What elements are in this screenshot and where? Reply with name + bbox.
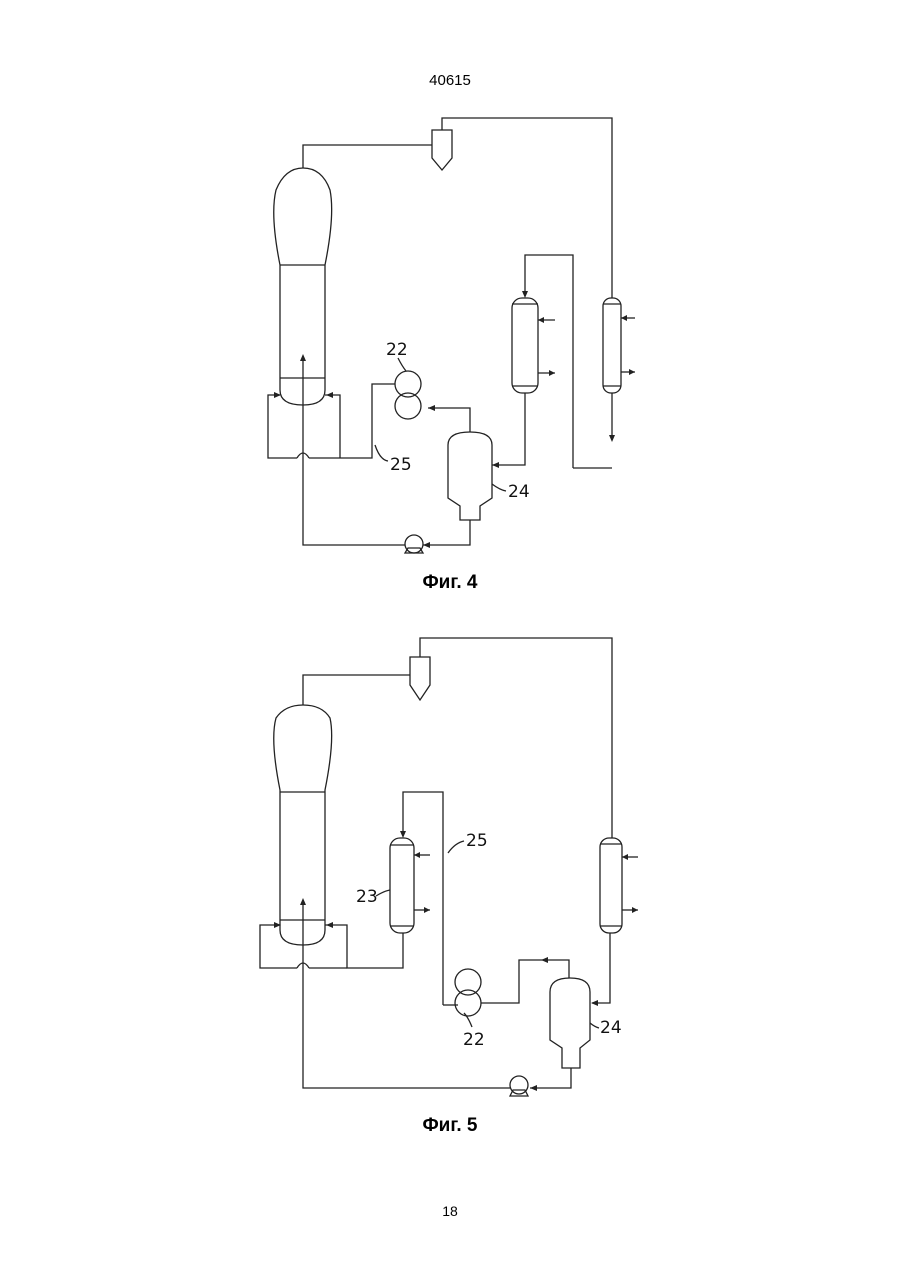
- cyclone-top-line: [420, 638, 612, 838]
- label-separator: 24: [600, 1018, 622, 1038]
- heat-exchanger-right: [600, 838, 638, 933]
- separator-vessel: [550, 978, 590, 1068]
- exchanger-feed-line: [403, 792, 443, 1005]
- exchanger-outlet-line: [592, 933, 610, 1003]
- recycle-line-return: [303, 900, 510, 1088]
- pump: [510, 1076, 528, 1096]
- page-number: 18: [0, 1203, 900, 1219]
- compressor: [455, 969, 481, 1016]
- label-exchanger: 23: [356, 887, 378, 907]
- figure-5-caption: Фиг. 5: [0, 1115, 900, 1137]
- reactor-exchanger-line: [325, 925, 403, 968]
- label-compressor: 22: [463, 1030, 485, 1050]
- overhead-line: [303, 675, 410, 705]
- heat-exchanger-23: [390, 838, 430, 933]
- cyclone-separator: [410, 657, 430, 700]
- recycle-line: [530, 1068, 571, 1088]
- label-line: 25: [466, 831, 488, 851]
- reactor-side-loop-left: [260, 925, 297, 968]
